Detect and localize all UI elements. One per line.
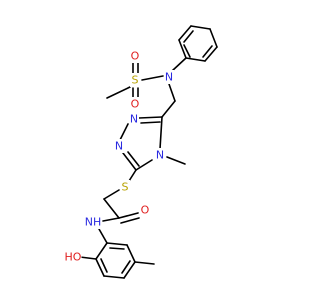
atom-background [129, 112, 139, 126]
bond-ar-d3 [109, 247, 125, 250]
bond-nh-ring [98, 228, 108, 244]
bond-ch2-co [103, 198, 120, 219]
atom-label-s1: S [132, 74, 139, 87]
atom-background [130, 73, 140, 87]
bond-ar-2 [95, 258, 105, 277]
bond-c3-s [128, 169, 137, 182]
bond-n1-n2 [119, 123, 129, 141]
atom-background [130, 49, 140, 63]
bond-n4-methyl [166, 156, 186, 165]
atom-background [155, 148, 165, 162]
bond-co-o [118, 212, 139, 219]
atom-background [120, 180, 130, 194]
bond-ph-d2 [202, 45, 213, 58]
atom-background [64, 250, 82, 264]
bond-n-ch2 [168, 83, 176, 102]
bond-ar-3 [103, 275, 125, 279]
atom-label-o2: O [131, 98, 140, 111]
bond-n2-c3 [122, 152, 137, 171]
atom-label-n-tz4: N [156, 149, 164, 162]
bond-ar-methyl [134, 261, 155, 265]
atom-label-n-tz2: N [115, 140, 123, 153]
atom-background [130, 97, 140, 111]
bond-ph-d1 [183, 30, 194, 43]
bond-ph-3 [190, 25, 211, 30]
bond-c5-n1-d [140, 121, 161, 124]
atom-background [140, 203, 150, 217]
atom-label-s-thio: S [122, 181, 129, 194]
bond-ph-5 [204, 46, 218, 62]
bond-methyl-s [106, 86, 131, 99]
bond-ar-d1 [100, 258, 108, 273]
atom-label-n-sulf: N [165, 71, 173, 84]
bond-s-n [141, 75, 164, 81]
atom-background [164, 70, 174, 84]
bond-c5-n1 [138, 116, 163, 119]
bond-n-phenyl [171, 57, 187, 72]
atom-label-ho: HO [65, 251, 82, 264]
bond-ph-4 [209, 28, 218, 48]
atom-background [114, 139, 124, 153]
bond-ph-d3 [183, 44, 191, 58]
bond-c3-n4 [135, 159, 153, 171]
bond-n2-c3-d [127, 151, 140, 167]
atom-label-nh: NH [85, 216, 102, 229]
bond-layer [79, 25, 218, 279]
bond-co-nh [102, 217, 120, 222]
atom-background [84, 215, 102, 229]
atom-label-n-tz1: N [130, 113, 138, 126]
bond-ar-4 [123, 261, 136, 279]
bond-ph-6 [185, 57, 206, 62]
bond-ch2-c5 [161, 100, 176, 118]
bond-ar-oh [79, 256, 97, 260]
bond-ar-5 [126, 244, 136, 263]
atom-label-o-amide: O [141, 204, 150, 217]
bond-ph-1 [178, 39, 187, 59]
bond-s-ch2 [103, 189, 120, 200]
bond-n4-c5 [159, 116, 163, 150]
bond-ar-6 [106, 242, 128, 246]
atom-label-o1: O [131, 50, 140, 63]
bond-ar-1 [95, 242, 108, 260]
bond-ar-d2 [121, 260, 131, 274]
bond-ph-2 [178, 25, 192, 41]
bond-co-o-d [120, 217, 140, 224]
